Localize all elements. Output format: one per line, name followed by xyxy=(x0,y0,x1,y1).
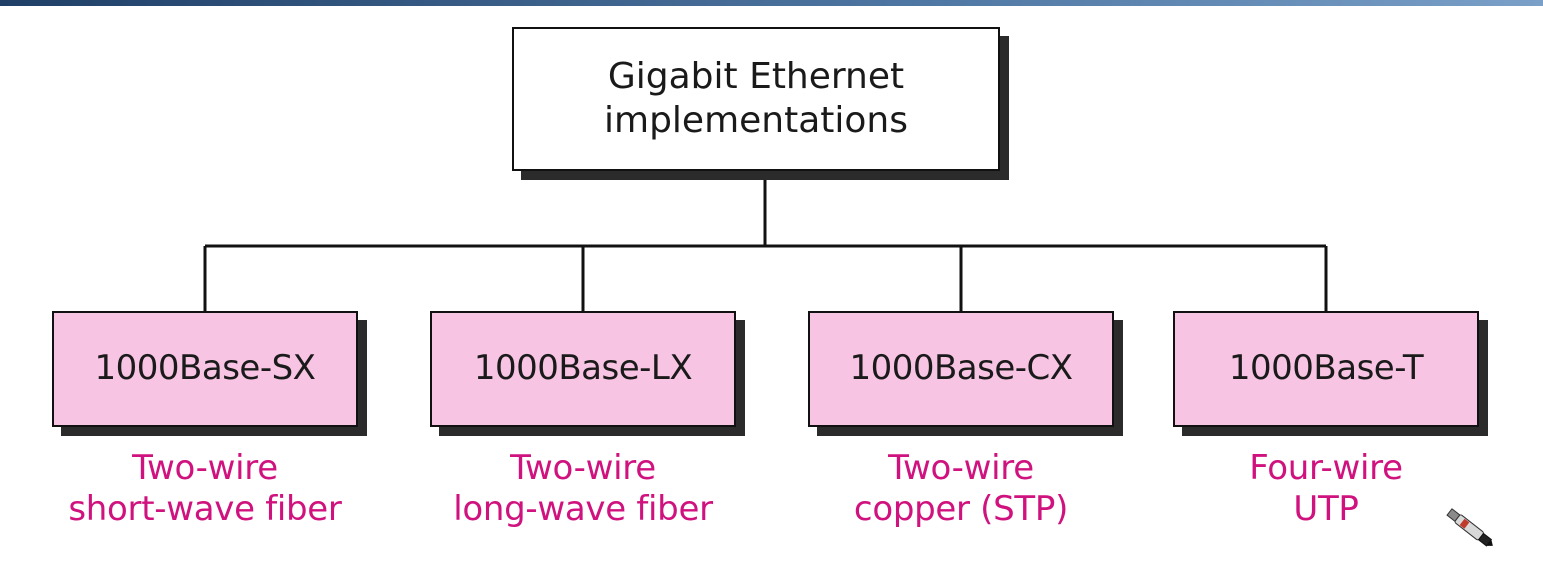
node-label: 1000Base-T xyxy=(1228,348,1424,389)
caption-line2: short-wave fiber xyxy=(68,488,342,529)
root-node: Gigabit Ethernet implementations xyxy=(512,27,1000,171)
caption-line1: Two-wire xyxy=(132,448,278,488)
caption-1000base-lx: Two-wire long-wave fiber xyxy=(383,448,783,530)
caption-line2: long-wave fiber xyxy=(453,488,713,529)
node-label: 1000Base-SX xyxy=(94,348,316,389)
node-1000base-t: 1000Base-T xyxy=(1173,311,1479,427)
root-label-line1: Gigabit Ethernet xyxy=(607,56,905,98)
caption-line2: copper (STP) xyxy=(853,488,1069,529)
top-accent-bar xyxy=(0,0,1543,6)
node-label: 1000Base-LX xyxy=(473,348,693,389)
caption-line2: UTP xyxy=(1293,488,1359,529)
caption-1000base-sx: Two-wire short-wave fiber xyxy=(5,448,405,530)
node-1000base-sx: 1000Base-SX xyxy=(52,311,358,427)
caption-line1: Two-wire xyxy=(888,448,1034,488)
caption-1000base-t: Four-wire UTP xyxy=(1126,448,1526,530)
node-1000base-lx: 1000Base-LX xyxy=(430,311,736,427)
node-label: 1000Base-CX xyxy=(849,348,1073,389)
caption-line1: Two-wire xyxy=(510,448,656,488)
pen-cursor-icon xyxy=(1446,508,1493,547)
caption-line1: Four-wire xyxy=(1249,448,1403,488)
node-1000base-cx: 1000Base-CX xyxy=(808,311,1114,427)
caption-1000base-cx: Two-wire copper (STP) xyxy=(761,448,1161,530)
root-label-line2: implementations xyxy=(604,100,908,141)
